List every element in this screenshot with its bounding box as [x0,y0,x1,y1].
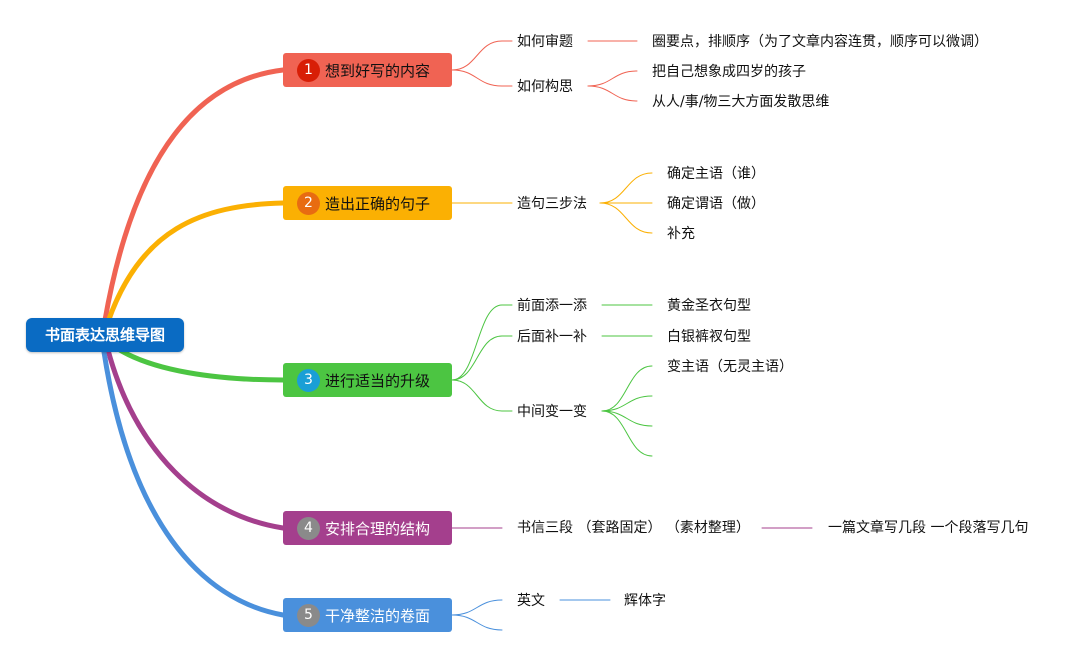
branch-connector [451,614,503,631]
subtopic-underline-points[interactable]: 圈要点，排顺序（为了文章内容连贯，顺序可以微调） [652,34,988,50]
branch-title: 进行适当的升级 [325,371,431,390]
branch-connector [451,379,503,412]
main-connector [109,342,286,383]
branch-title: 安排合理的结构 [325,519,431,538]
topic-three-steps[interactable]: 造句三步法 [517,196,587,212]
number-badge: 2 [297,191,320,215]
branch-node-content[interactable]: 1 想到好写的内容 [283,53,452,87]
subtopic-imagine-child[interactable]: 把自己想象成四岁的孩子 [652,64,806,80]
branch-node-structure[interactable]: 4 安排合理的结构 [283,511,452,545]
branch-connector [599,202,653,234]
main-connector [105,347,286,531]
main-connector [105,200,286,325]
main-connector [102,67,286,323]
topic-letter-three-sections[interactable]: 书信三段 （套路固定） （素材整理） [517,520,750,536]
number-badge: 1 [297,58,320,82]
branch-title: 干净整洁的卷面 [325,606,431,625]
branch-title: 造出正确的句子 [325,194,431,213]
subtopic-silver-pattern[interactable]: 白银裤衩句型 [667,329,751,345]
branch-connector [451,40,503,71]
branch-connector [451,335,503,381]
branch-node-sentences[interactable]: 2 造出正确的句子 [283,186,452,220]
topic-how-to-analyze[interactable]: 如何审题 [517,34,573,50]
number-badge: 3 [297,368,320,392]
branch-connector [601,395,653,412]
branch-connector [587,85,638,102]
subtopic-predicate[interactable]: 确定谓语（做） [667,196,765,212]
subtopic-subject[interactable]: 确定主语（谁） [667,166,765,182]
branch-title: 想到好写的内容 [325,61,431,80]
topic-add-back[interactable]: 后面补一补 [517,329,587,345]
branch-connector [451,69,503,87]
main-connector [101,349,286,618]
subtopic-divergent-thinking[interactable]: 从人/事/物三大方面发散思维 [652,94,830,110]
branch-connector [601,410,653,457]
number-badge: 4 [297,516,320,540]
topic-english[interactable]: 英文 [517,593,545,609]
subtopic-paragraph-count[interactable]: 一篇文章写几段 一个段落写几句 [828,520,1029,536]
number-badge: 5 [297,603,320,627]
subtopic-golden-pattern[interactable]: 黄金圣衣句型 [667,298,751,314]
branch-connector [587,70,638,87]
branch-connector [451,599,503,616]
topic-add-front[interactable]: 前面添一添 [517,298,587,314]
subtopic-change-subject[interactable]: 变主语（无灵主语） [667,359,793,375]
branch-connector [599,172,653,204]
subtopic-font-style[interactable]: 辉体字 [624,593,666,609]
topic-how-to-plan[interactable]: 如何构思 [517,79,573,95]
branch-connector [601,365,653,412]
branch-connector [451,304,503,381]
branch-connector [601,410,653,427]
topic-change-middle[interactable]: 中间变一变 [517,404,587,420]
subtopic-supplement[interactable]: 补充 [667,226,695,242]
branch-node-neatness[interactable]: 5 干净整洁的卷面 [283,598,452,632]
root-node[interactable]: 书面表达思维导图 [26,318,184,352]
branch-node-upgrade[interactable]: 3 进行适当的升级 [283,363,452,397]
